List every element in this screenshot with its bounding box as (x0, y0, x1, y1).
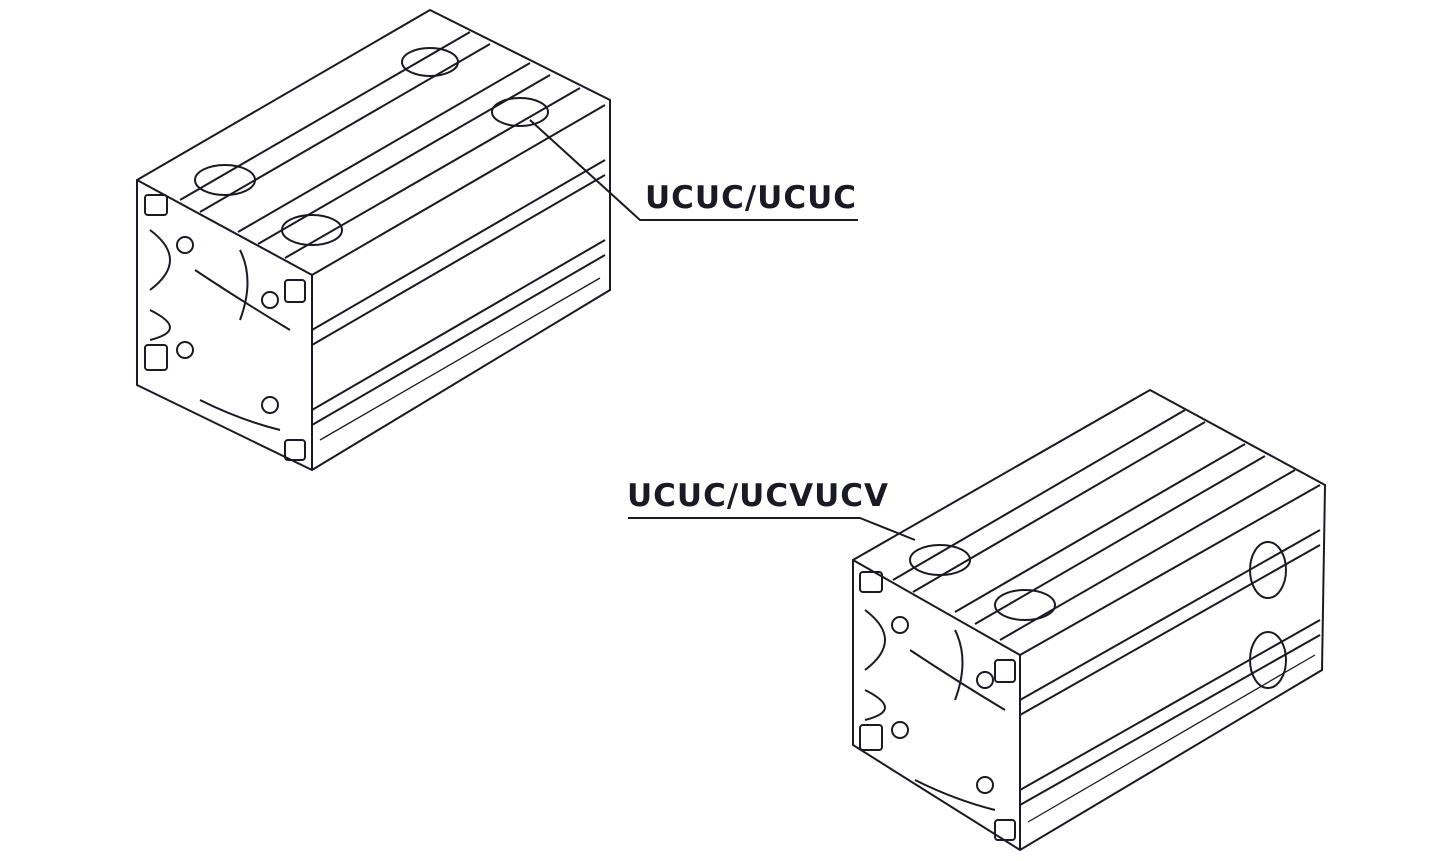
leader-line-2 (628, 517, 916, 541)
side-slots (311, 104, 606, 441)
top-slots (892, 409, 1296, 641)
profile-ucuc-ucvucv (628, 388, 1327, 852)
profile-body (852, 388, 1327, 852)
profile-label-2: UCUC/UCVUCV (627, 478, 889, 514)
side-slots (1019, 484, 1321, 823)
connector-cutouts (194, 47, 549, 246)
profile-ucuc-ucuc (136, 8, 858, 472)
cross-section (136, 179, 313, 470)
connector-cutouts (909, 541, 1287, 689)
cross-section (852, 559, 1021, 850)
profile-label-1: UCUC/UCUC (645, 180, 858, 216)
leader-line-1 (529, 119, 858, 221)
